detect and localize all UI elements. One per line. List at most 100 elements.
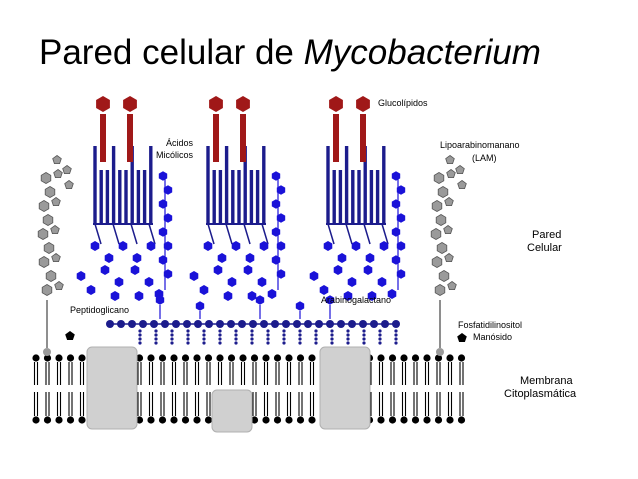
lam-sugar <box>438 270 450 282</box>
peptide-crosslink <box>362 333 366 337</box>
arabinogalactan-sugar <box>231 241 241 251</box>
arabinogalactan-sugar <box>217 253 227 263</box>
peptide-crosslink <box>202 337 206 341</box>
peptide-crosslink <box>218 337 222 341</box>
pim-head <box>457 333 467 342</box>
glycolipid-head <box>123 96 137 112</box>
peptide-crosslink <box>394 337 398 341</box>
glycolipid-head <box>236 96 250 112</box>
peptide-crosslink <box>330 341 334 345</box>
peptide-crosslink <box>378 333 382 337</box>
lipid-head-bottom <box>262 416 270 424</box>
peptide-crosslink <box>298 337 302 341</box>
peptide-crosslink <box>314 341 318 345</box>
lipid-head-bottom <box>273 416 282 424</box>
lam-branch-sugar <box>51 253 61 263</box>
peptide-crosslink <box>266 333 270 337</box>
arabinogalactan-sugar <box>365 253 375 263</box>
title-italic: Mycobacterium <box>303 33 541 72</box>
arabinogalactan-sugar <box>132 253 142 263</box>
glycolipid-tail <box>240 114 246 162</box>
lam-branch-sugar <box>444 253 454 263</box>
mycolic-acid-chain <box>105 170 110 224</box>
arabinogalactan-sugar <box>247 291 257 301</box>
lipid-head-top <box>181 354 190 362</box>
mycolic-acid-chain <box>212 170 216 224</box>
mycolic-acid-chain <box>99 170 103 224</box>
label-pim-line1: Fosfatidilinositol <box>458 320 522 330</box>
lipid-head-bottom <box>181 416 190 424</box>
lipid-head-top <box>388 354 397 362</box>
lipid-head-bottom <box>135 416 144 424</box>
lipid-head-bottom <box>446 416 454 424</box>
peptide-crosslink <box>186 329 190 333</box>
peptide-crosslink <box>138 337 142 341</box>
lipid-head-top <box>55 354 63 362</box>
membrane-protein <box>86 346 138 430</box>
arabinogalactan-sugar <box>158 199 168 209</box>
lipid-head-top <box>457 354 466 362</box>
peptide-crosslink <box>202 329 206 333</box>
arabinogalactan-sugar <box>347 277 357 287</box>
label-lam-line1: Lipoarabinomanano <box>440 140 520 150</box>
lipid-head-top <box>262 354 270 362</box>
glycolipid-head <box>329 96 343 112</box>
mycolate-link <box>363 223 371 245</box>
mycolic-acid-chain <box>231 170 235 224</box>
lipid-head-bottom <box>377 416 385 424</box>
mycolate-link <box>261 223 269 245</box>
lam-sugar <box>42 214 54 226</box>
peptide-crosslink <box>266 337 270 341</box>
label-membrane-line2: Citoplasmática <box>504 388 577 400</box>
arabinogalactan-sugar <box>337 253 347 263</box>
label-mycolic-acids-line2: Micólicos <box>156 150 194 160</box>
peptide-crosslink <box>250 341 254 345</box>
lam-branch-sugar <box>446 169 456 179</box>
peptide-crosslink <box>266 341 270 345</box>
arabinogalactan-sugar <box>144 277 154 287</box>
label-wall-line2: Celular <box>527 242 562 254</box>
pim-head <box>65 331 75 340</box>
arabinogalactan-sugar <box>367 291 377 301</box>
peptide-crosslink <box>250 333 254 337</box>
lam-branch-sugar <box>50 225 60 235</box>
title-prefix: Pared celular de <box>39 33 304 72</box>
mycolic-acid-chain <box>332 170 336 224</box>
arabinogalactan-sugar <box>391 171 401 181</box>
peptide-crosslink <box>234 329 238 333</box>
arabinogalactan-sugar <box>158 255 168 265</box>
lipid-head-bottom <box>170 416 178 424</box>
arabinogalactan-sugar <box>343 291 353 301</box>
arabinogalactan-sugar <box>118 241 128 251</box>
lipid-head-bottom <box>296 416 305 424</box>
lipid-head-bottom <box>55 416 63 424</box>
mycolic-acid-chain <box>206 146 210 224</box>
mycolic-acid-chain <box>149 146 153 224</box>
mycolate-link <box>327 223 335 245</box>
arabinogalactan-sugar <box>146 241 156 251</box>
arabinogalactan-sugar <box>86 285 96 295</box>
mycolate-link <box>130 223 138 245</box>
arabinogalactan-sugar <box>90 241 100 251</box>
arabinogalactan-sugar <box>271 227 281 237</box>
mycolate-link <box>112 223 120 245</box>
lipid-head-top <box>273 354 282 362</box>
label-lam-line2: (LAM) <box>472 153 497 163</box>
lam-sugar <box>41 284 53 296</box>
label-pim-line2: Manósido <box>473 332 512 342</box>
arabinogalactan-sugar <box>195 301 205 311</box>
arabinogalactan-sugar <box>295 301 305 311</box>
peptide-crosslink <box>138 341 142 345</box>
lam-branch-sugar <box>54 281 64 291</box>
lipid-head-top <box>147 354 155 362</box>
lipid-head-top <box>78 354 86 362</box>
lam-branch-sugar <box>51 197 61 207</box>
label-mycolic-acids-line1: Ácidos <box>166 138 194 148</box>
peptide-crosslink <box>170 333 174 337</box>
arabinogalactan-sugar <box>189 271 199 281</box>
lam-sugar <box>455 165 465 175</box>
arabinogalactan-sugar <box>396 241 406 251</box>
lipid-head-bottom <box>457 416 466 424</box>
lipid-head-bottom <box>400 416 408 424</box>
glycolipid-tail <box>213 114 219 162</box>
